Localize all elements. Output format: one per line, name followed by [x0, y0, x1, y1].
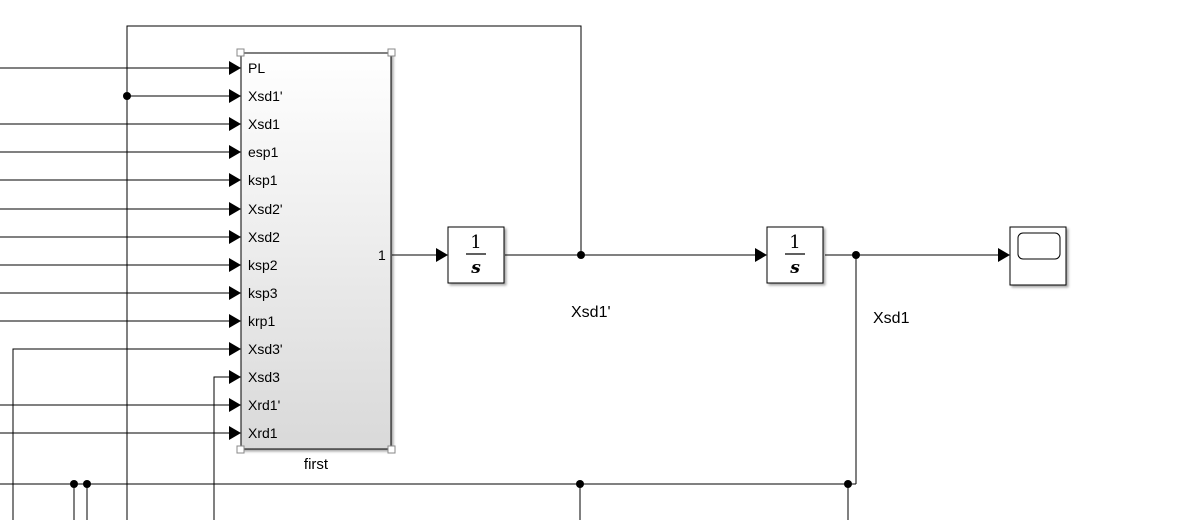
selection-handle-bl[interactable] [236, 445, 245, 454]
input-arrow-13 [229, 398, 241, 412]
integrator-1-body[interactable] [447, 226, 505, 284]
input-wires [0, 61, 241, 440]
branch-dot-int1-out [577, 251, 585, 259]
input-arrow-9 [229, 286, 241, 300]
input-arrow-4 [229, 145, 241, 159]
input-port-label-3: Xsd1 [248, 116, 280, 132]
feedback-line-top[interactable] [126, 25, 582, 520]
integrator-2-numerator: 1 [789, 232, 800, 253]
input-arrow-2 [229, 89, 241, 103]
branch-dot-xsd1p-input [123, 92, 131, 100]
integrator-2-body[interactable] [766, 226, 824, 284]
input-port-label-1: PL [248, 60, 265, 76]
branch-dot-int2-out [852, 251, 860, 259]
signal-label-xsd1-prime[interactable]: Xsd1' [571, 304, 611, 321]
selection-handle-tr[interactable] [387, 48, 396, 57]
input-arrow-5 [229, 173, 241, 187]
branch-dot-bus-4 [844, 480, 852, 488]
scope-icon [1017, 232, 1061, 260]
input-port-label-9: ksp3 [248, 285, 278, 301]
scope-block[interactable] [998, 226, 1067, 286]
input-arrow-12 [229, 370, 241, 384]
integrator-block-2[interactable]: 1 s [755, 226, 824, 284]
branch-dot-bus-2 [83, 480, 91, 488]
branch-dot-bus-3 [576, 480, 584, 488]
input-arrow-14 [229, 426, 241, 440]
arrow-scope-in [998, 248, 1010, 262]
line-xsd3[interactable] [213, 376, 230, 520]
input-port-label-10: krp1 [248, 313, 275, 329]
input-port-label-5: ksp1 [248, 172, 278, 188]
input-port-label-8: ksp2 [248, 257, 278, 273]
input-arrow-11 [229, 342, 241, 356]
input-port-label-7: Xsd2 [248, 229, 280, 245]
integrator-1-denominator: s [470, 258, 481, 278]
arrow-int2-in [755, 248, 767, 262]
subsystem-body[interactable] [240, 52, 392, 450]
branch-dot-bus-1 [70, 480, 78, 488]
input-arrow-3 [229, 117, 241, 131]
branch-points [70, 92, 860, 488]
integrator-1-numerator: 1 [470, 232, 481, 253]
input-port-label-6: Xsd2' [248, 201, 283, 217]
input-port-label-14: Xrd1 [248, 425, 278, 441]
input-port-label-2: Xsd1' [248, 88, 283, 104]
input-arrow-7 [229, 230, 241, 244]
integrator-block-1[interactable]: 1 s [436, 226, 505, 284]
input-arrow-8 [229, 258, 241, 272]
subsystem-output-port-label: 1 [378, 247, 386, 263]
input-arrow-6 [229, 202, 241, 216]
integrator-2-denominator: s [789, 258, 800, 278]
input-port-label-12: Xsd3 [248, 369, 280, 385]
signal-label-xsd1[interactable]: Xsd1 [873, 310, 910, 327]
input-port-label-13: Xrd1' [248, 397, 280, 413]
selection-handle-tl[interactable] [236, 48, 245, 57]
input-arrow-10 [229, 314, 241, 328]
line-xsd3p[interactable] [12, 348, 230, 520]
subsystem-name: first [304, 456, 329, 473]
arrow-int1-in [436, 248, 448, 262]
input-arrow-1 [229, 61, 241, 75]
input-port-label-11: Xsd3' [248, 341, 283, 357]
input-port-label-4: esp1 [248, 144, 279, 160]
selection-handle-br[interactable] [387, 445, 396, 454]
